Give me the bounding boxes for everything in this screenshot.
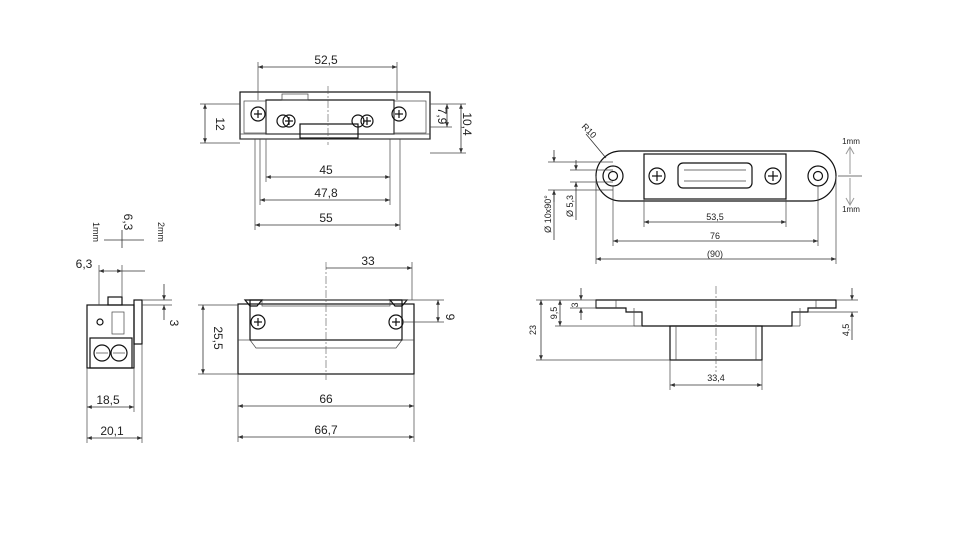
side-view-body [86, 304, 135, 369]
screw-icon [388, 314, 404, 330]
dim-1mm-bottom: 1mm [842, 205, 860, 214]
dim-53-5: 53,5 [706, 212, 724, 222]
dim-10-4: 10,4 [460, 112, 474, 136]
dim-9: 9 [443, 314, 457, 321]
dim-55: 55 [319, 211, 333, 225]
dim-1mm: 1mm [91, 222, 101, 242]
dim-90: (90) [707, 249, 723, 259]
dim-r10: R10 [580, 122, 599, 141]
dim-2mm: 2mm [156, 222, 166, 242]
dim-3: 3 [167, 320, 181, 327]
dim-6-3: 6,3 [76, 257, 93, 271]
dim-33-4: 33,4 [707, 373, 725, 383]
dim-4-5: 4,5 [841, 324, 851, 337]
plate-outline [595, 150, 837, 202]
screw-icon [764, 167, 782, 185]
dim-1mm-top: 1mm [842, 137, 860, 146]
terminal-screw-icon [110, 344, 128, 362]
screw-icon [648, 167, 666, 185]
dim-9-5: 9,5 [549, 307, 559, 320]
dim-6-3-top: 6,3 [121, 214, 135, 231]
arrow-up-icon [845, 145, 855, 174]
screw-icon [391, 106, 407, 122]
screw-icon [360, 114, 374, 128]
top-view: 52,5 12 7,9 10,4 45 47,8 55 [200, 53, 474, 230]
dim-d10: Ø 10x90° [543, 195, 553, 233]
side-view: 1mm 6,3 2mm 6,3 3 [76, 214, 181, 443]
dim-66: 66 [319, 392, 333, 406]
front-view: 33 25,5 9 66 66,7 [198, 254, 457, 442]
dim-20-1: 20,1 [100, 424, 124, 438]
dim-76: 76 [710, 231, 720, 241]
dim-d5-3: Ø 5,3 [565, 195, 575, 217]
terminal-screw-icon [93, 344, 111, 362]
dim-plate-3: 3 [570, 302, 580, 307]
dim-52-5: 52,5 [314, 53, 338, 67]
screw-icon [282, 114, 296, 128]
dim-12: 12 [213, 117, 227, 131]
top-view-body [239, 91, 431, 140]
dim-45: 45 [319, 163, 333, 177]
dim-7-9: 7,9 [435, 108, 449, 125]
dim-23: 23 [528, 325, 538, 335]
screw-icon [250, 106, 266, 122]
plate-view: R10 1mm 1mm Ø 10x90° Ø 5,3 [543, 122, 862, 264]
plate-side-view: 3 9,5 23 4,5 33,4 [528, 286, 858, 390]
dim-33: 33 [361, 254, 375, 268]
dim-47-8: 47,8 [314, 186, 338, 200]
arrow-down-icon [845, 178, 855, 207]
dim-66-7: 66,7 [314, 423, 338, 437]
screw-icon [250, 314, 266, 330]
dim-18-5: 18,5 [96, 393, 120, 407]
dim-25-5: 25,5 [211, 326, 225, 350]
